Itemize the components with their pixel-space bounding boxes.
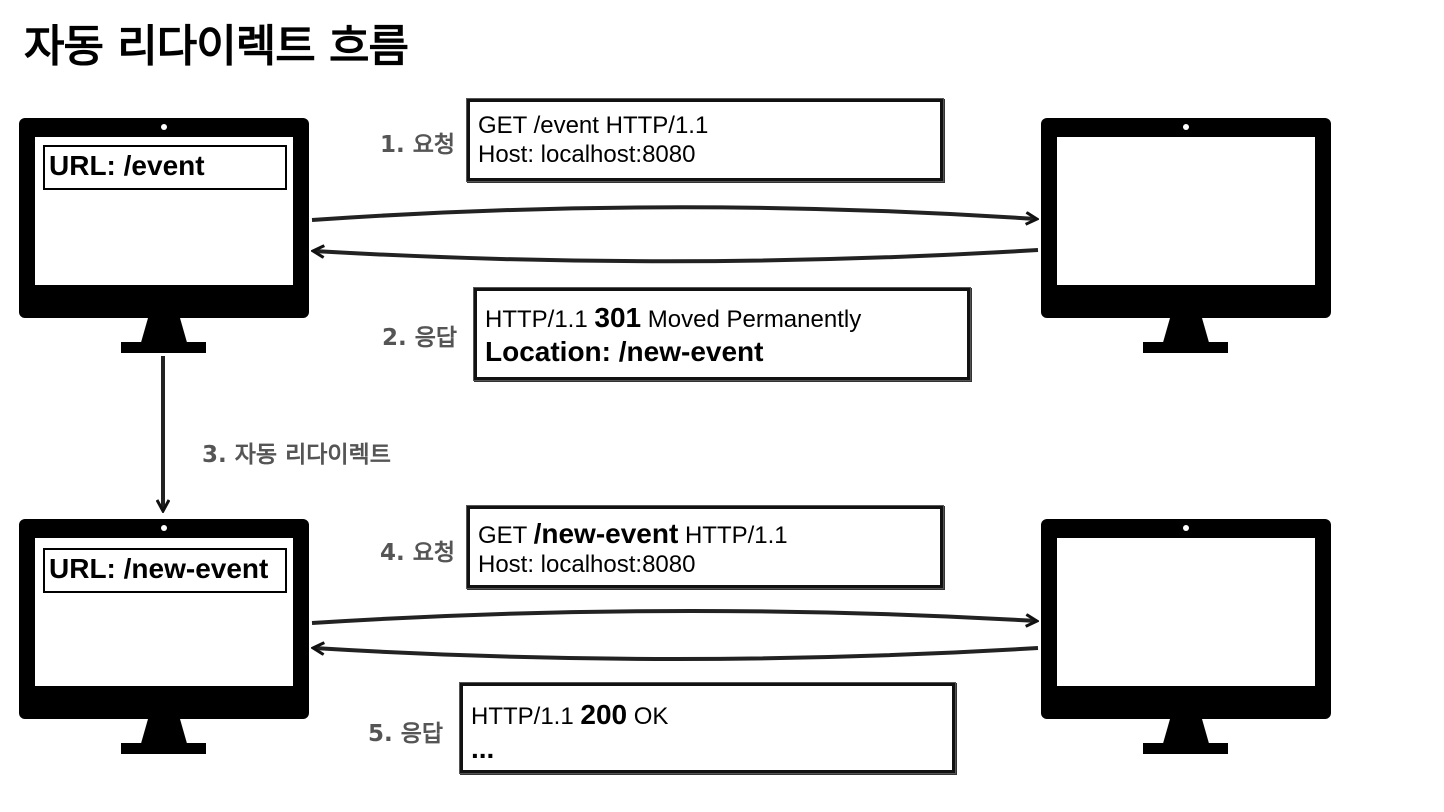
url-display-bottom: URL: /new-event xyxy=(43,548,287,593)
step-4-label: 4. 요청 xyxy=(380,540,456,566)
status-proto: HTTP/1.1 xyxy=(485,306,588,333)
page-title: 자동 리다이렉트 흐름 xyxy=(24,21,409,72)
server-monitor-top-icon xyxy=(1041,118,1331,353)
host-header: Host: localhost:8080 xyxy=(478,550,696,578)
request-arrow-top xyxy=(311,205,1036,220)
body-ellipsis: ... xyxy=(471,732,495,764)
request-method: GET xyxy=(478,522,527,549)
step-5-label: 5. 응답 xyxy=(368,721,444,747)
status-code: 200 xyxy=(580,699,628,730)
url-display-top: URL: /event xyxy=(43,145,287,190)
response-arrow-top xyxy=(314,250,1039,264)
step-3-label: 3. 자동 리다이렉트 xyxy=(202,442,391,468)
response-message-1: HTTP/1.1 301 Moved Permanently Location:… xyxy=(474,288,970,380)
request-message-1: GET /event HTTP/1.1 Host: localhost:8080 xyxy=(467,99,943,181)
status-line: HTTP/1.1 200 OK xyxy=(471,698,944,732)
response-arrow-bottom xyxy=(314,648,1039,661)
status-code: 301 xyxy=(594,302,642,333)
server-monitor-bottom-icon xyxy=(1041,519,1331,754)
response-message-2: HTTP/1.1 200 OK ... xyxy=(460,683,955,773)
request-message-2: GET /new-event HTTP/1.1 Host: localhost:… xyxy=(467,506,943,588)
status-proto: HTTP/1.1 xyxy=(471,703,574,730)
step-2-label: 2. 응답 xyxy=(382,325,458,351)
request-line: GET /new-event HTTP/1.1 xyxy=(478,517,932,551)
request-proto: HTTP/1.1 xyxy=(684,522,788,549)
status-reason: OK xyxy=(633,703,669,730)
request-arrow-bottom xyxy=(311,608,1036,623)
step-1-label: 1. 요청 xyxy=(380,132,456,158)
location-header: Location: /new-event xyxy=(485,335,764,367)
host-header: Host: localhost:8080 xyxy=(478,140,696,168)
status-reason: Moved Permanently xyxy=(647,306,862,333)
request-path: /new-event xyxy=(533,518,679,549)
status-line: HTTP/1.1 301 Moved Permanently xyxy=(485,301,959,335)
request-line: GET /event HTTP/1.1 xyxy=(478,112,709,139)
